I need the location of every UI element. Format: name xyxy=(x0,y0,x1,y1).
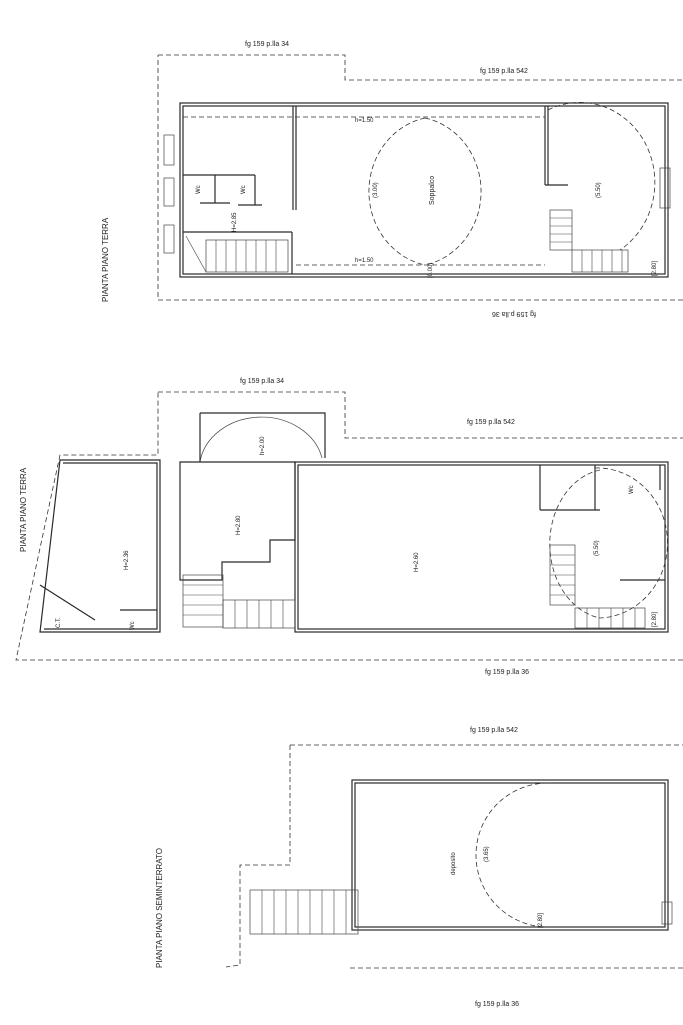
parcel-542-label: fg 159 p.lla 542 xyxy=(480,68,528,75)
room-left xyxy=(39,459,161,633)
height-label: H=2.80 xyxy=(236,515,242,535)
wc-label: Wc xyxy=(241,185,247,194)
parcel-boundary xyxy=(225,744,683,969)
dimension-label: (5.50) xyxy=(594,540,600,556)
wc-label: Wc xyxy=(629,485,635,494)
plan-title: PIANTA PIANO TERRA xyxy=(101,217,110,302)
room-soppalco-label: Soppalco xyxy=(429,176,436,205)
dimension-label: [2.80] xyxy=(538,913,544,928)
room-deposito-label: deposito xyxy=(451,852,457,875)
outer-wall xyxy=(179,102,669,278)
plan-ground-floor: fg 159 p.lla 34 fg 159 p.lla 542 fg 159 … xyxy=(15,378,683,676)
parcel-boundary xyxy=(157,54,683,301)
window-left-1 xyxy=(163,134,175,166)
stair-1 xyxy=(185,235,289,273)
dimension-label: (3.65) xyxy=(484,846,490,862)
height-label: h=2.00 xyxy=(260,436,266,455)
plan-title: PIANTA PIANO TERRA xyxy=(19,467,28,552)
stair-4 xyxy=(549,544,646,629)
window-left-2 xyxy=(163,177,175,207)
wc-label: Wc xyxy=(196,185,202,194)
dimension-label: [0.00] xyxy=(428,263,434,278)
height-label: H=2.36 xyxy=(124,550,130,570)
stair-3 xyxy=(182,574,296,629)
dimension-label: (5.50) xyxy=(596,182,602,198)
height-label: h=1.50 xyxy=(355,118,374,124)
height-label: h=1.50 xyxy=(355,258,374,264)
dimension-label: [2.80] xyxy=(652,612,658,627)
wc-label: Wc xyxy=(130,621,136,630)
parcel-542-label: fg 159 p.lla 542 xyxy=(470,727,518,734)
dimension-label: [2.80] xyxy=(652,261,658,276)
parcel-34-label: fg 159 p.lla 34 xyxy=(240,378,284,385)
stair-5 xyxy=(249,889,359,935)
plan-ground-floor-mezzanine: fg 159 p.lla 34 fg 159 p.lla 542 fg 159 … xyxy=(101,41,683,317)
parcel-36-label: fg 159 p.lla 36 xyxy=(475,1001,519,1008)
height-label: H=2.85 xyxy=(232,212,238,232)
window-left-3 xyxy=(163,224,175,254)
ct-label: C.T. xyxy=(56,617,62,628)
parcel-boundary xyxy=(15,391,683,661)
dimension-label: (3.00) xyxy=(373,182,379,198)
parcel-36-label: fg 159 p.lla 36 xyxy=(485,669,529,676)
swing-arc xyxy=(368,117,426,266)
window-right xyxy=(661,901,673,925)
height-label: H=2.60 xyxy=(414,552,420,572)
stair-2 xyxy=(549,209,629,273)
plan-title: PIANTA PIANO SEMINTERRATO xyxy=(155,848,164,968)
parcel-542-label: fg 159 p.lla 542 xyxy=(467,419,515,426)
parcel-34-label: fg 159 p.lla 34 xyxy=(245,41,289,48)
plan-basement: fg 159 p.lla 542 fg 159 p.lla 36 PIANTA … xyxy=(155,727,683,1008)
swing-arc xyxy=(475,782,549,928)
window-right xyxy=(659,167,671,209)
parcel-36-label: fg 159 p.lla 36 xyxy=(492,310,536,317)
room-deposito xyxy=(351,779,669,931)
room-main xyxy=(294,461,669,633)
